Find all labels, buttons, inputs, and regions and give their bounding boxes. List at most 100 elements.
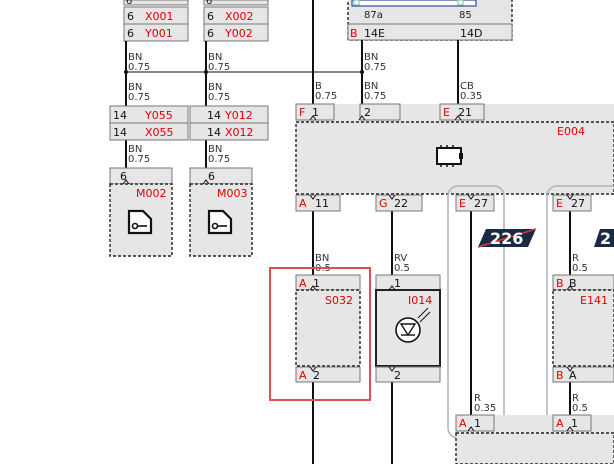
- switch-conn: A: [299, 277, 307, 290]
- splice-dot: [124, 70, 128, 74]
- wires: [125, 0, 571, 464]
- badge-text: 2: [600, 229, 611, 248]
- splice-pin: 14: [113, 126, 127, 139]
- wire-color: BN: [128, 82, 142, 93]
- fuse-code: X001: [145, 10, 174, 23]
- relay-pin-14e: 14E: [364, 27, 385, 40]
- fuse-pin: 6: [207, 10, 214, 23]
- switch-code: S032: [325, 294, 353, 307]
- wire-color: CB: [460, 81, 474, 92]
- ecu-e004: F 1 2 E 21 E004 A 11 G 22 E 27 E 27: [295, 103, 614, 212]
- led-code: I014: [408, 294, 432, 307]
- ref-badge-2: 2: [594, 229, 614, 248]
- splice-dot: [204, 70, 208, 74]
- motor-code: M002: [136, 187, 167, 200]
- splice-code: Y055: [144, 109, 173, 122]
- badge-text: 226: [490, 229, 523, 248]
- ecu-pin: 22: [394, 197, 408, 210]
- wire-color: BN: [364, 52, 378, 63]
- relay-pin-14d: 14D: [460, 27, 482, 40]
- fuse-block-left: 6 6 X001 6 Y001: [123, 0, 189, 42]
- led-pin: 1: [394, 277, 401, 290]
- wire-color: BN: [208, 52, 222, 63]
- splice-pin: 14: [207, 109, 221, 122]
- wire-color: BN: [364, 81, 378, 92]
- wire-color: BN: [315, 253, 329, 264]
- chip-icon: [436, 145, 463, 167]
- fuse-pin: 6: [127, 10, 134, 23]
- led-icon: [395, 307, 431, 343]
- fuse-block-mid: 6 6 X002 6 Y002: [203, 0, 269, 42]
- module-e141: B B E141 B A: [552, 274, 614, 383]
- module-code: E141: [580, 294, 608, 307]
- motor-pin: 6: [120, 170, 127, 183]
- wire-size: 0.75: [364, 91, 386, 102]
- lower-pin: 1: [571, 417, 578, 430]
- ecu-pin: 11: [315, 197, 329, 210]
- lower-conn: A: [459, 417, 467, 430]
- relay-pin-87a: 87a: [364, 10, 383, 21]
- wire-labels: BN 0.75 BN 0.75 BN 0.75 BN 0.75 BN 0.75 …: [128, 52, 588, 414]
- wire-color: BN: [208, 144, 222, 155]
- relay-pin-85: 85: [459, 10, 472, 21]
- splice-code: X012: [225, 126, 254, 139]
- fuse-pin: 6: [207, 27, 214, 40]
- wire-size: 0.75: [128, 62, 150, 73]
- wire-color: RV: [394, 253, 407, 264]
- wire-color: BN: [128, 144, 142, 155]
- ecu-code: E004: [557, 125, 585, 138]
- motor-m003: 6 M003: [189, 167, 253, 257]
- ecu-conn: E: [443, 106, 450, 119]
- splice-block-left: 14 Y055 14 X055: [109, 105, 189, 141]
- splice-code: X055: [145, 126, 174, 139]
- wire-size: 0.75: [128, 92, 150, 103]
- wire-size: 0.5: [572, 403, 588, 414]
- ecu-conn: A: [299, 197, 307, 210]
- ecu-conn: F: [299, 106, 305, 119]
- wire-color: R: [572, 253, 579, 264]
- motor-m002: 6 M002: [109, 167, 173, 257]
- pin-ticks: [122, 115, 574, 432]
- wire-color: R: [474, 393, 481, 404]
- module-conn: B: [556, 277, 564, 290]
- motor-code: M003: [217, 187, 248, 200]
- ref-badge-226: 226: [477, 228, 537, 248]
- wire-size: 0.35: [460, 91, 482, 102]
- ecu-pin: 27: [571, 197, 585, 210]
- relay-block: 87a 85 B 14E 14D: [347, 0, 513, 41]
- switch-pin: 2: [313, 369, 320, 382]
- fuse-code: Y002: [224, 27, 253, 40]
- led-i014: 1 I014 2: [375, 274, 441, 383]
- motor-pin: 6: [208, 170, 215, 183]
- wire-color: R: [572, 393, 579, 404]
- ecu-pin: 2: [364, 106, 371, 119]
- module-pin: A: [569, 369, 577, 382]
- wire-color: BN: [128, 52, 142, 63]
- splice-code: Y012: [224, 109, 253, 122]
- top-pin-left: 6: [126, 0, 132, 7]
- window-motor-icon: [207, 209, 233, 235]
- wire-size: 0.5: [572, 263, 588, 274]
- wire-size: 0.75: [364, 62, 386, 73]
- lower-connector: A 1 A 1: [455, 414, 614, 464]
- led-pin: 2: [394, 369, 401, 382]
- ecu-conn: E: [556, 197, 563, 210]
- relay-conn-b: B: [350, 27, 358, 40]
- splice-pin: 14: [113, 109, 127, 122]
- wire-size: 0.75: [208, 154, 230, 165]
- switch-pin: 1: [313, 277, 320, 290]
- fuse-code: Y001: [144, 27, 173, 40]
- wire-size: 0.75: [208, 62, 230, 73]
- wire-size: 0.75: [315, 91, 337, 102]
- module-pin: B: [569, 277, 577, 290]
- splice-dot: [360, 70, 364, 74]
- splice-pin: 14: [207, 126, 221, 139]
- switch-s032: A 1 S032 A 2: [295, 274, 361, 383]
- module-conn: B: [556, 369, 564, 382]
- wire-size: 0.75: [128, 154, 150, 165]
- fuse-pin: 6: [127, 27, 134, 40]
- splice-block-mid: 14 Y012 14 X012: [189, 105, 269, 141]
- ecu-conn: E: [459, 197, 466, 210]
- lower-pin: 1: [474, 417, 481, 430]
